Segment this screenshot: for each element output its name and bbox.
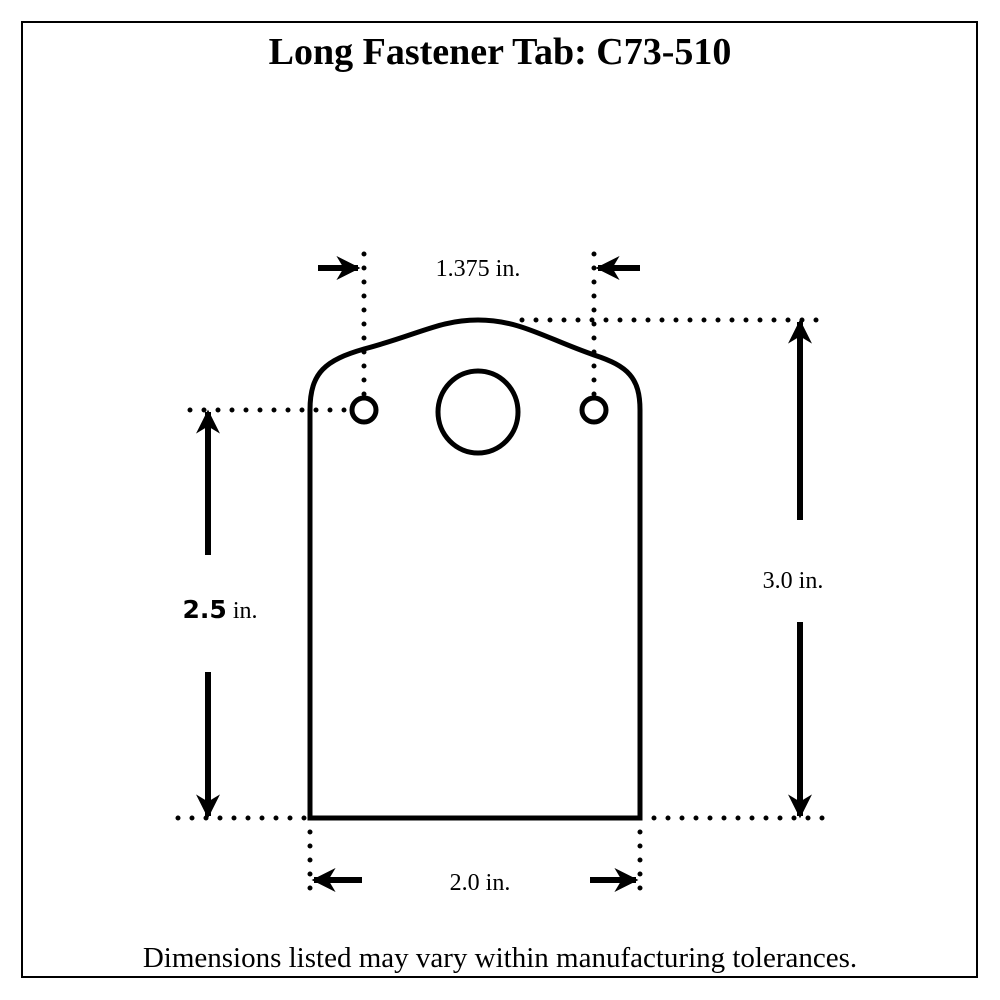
mounting-hole-right <box>579 395 609 425</box>
height-to-holes-value: 2.5 <box>183 595 227 624</box>
height-to-holes-label: 2.5 in. <box>183 595 258 624</box>
center-hole <box>435 368 521 456</box>
page-title: Long Fastener Tab: C73-510 <box>269 31 732 73</box>
tab-outline <box>307 317 643 821</box>
frame-border <box>21 21 978 978</box>
footer-note: Dimensions listed may vary within manufa… <box>143 942 857 974</box>
width-label: 2.0 in. <box>450 870 511 896</box>
mounting-hole-left <box>349 395 379 425</box>
dimension-arrows <box>196 256 812 892</box>
height-to-holes-unit: in. <box>227 598 258 624</box>
hole-spacing-label: 1.375 in. <box>436 256 521 282</box>
total-height-label: 3.0 in. <box>763 568 824 594</box>
